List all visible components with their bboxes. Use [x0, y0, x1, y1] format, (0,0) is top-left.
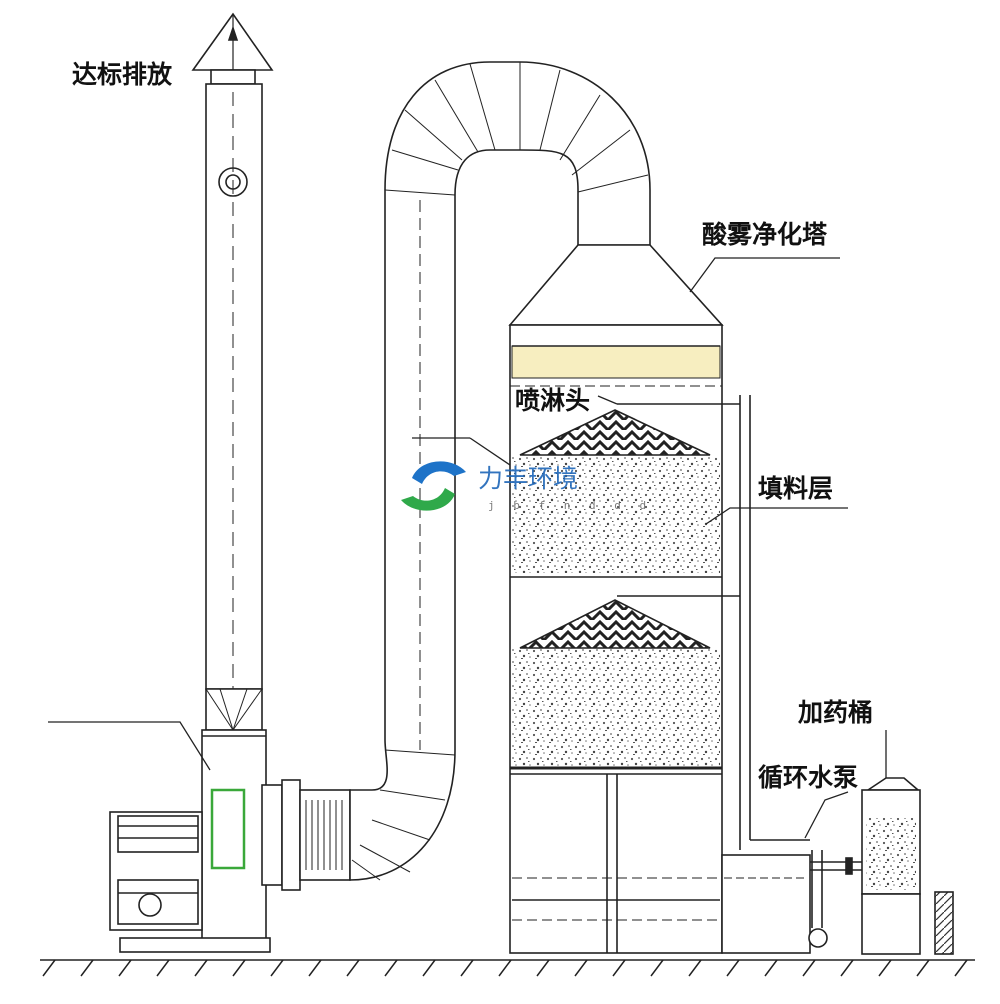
dosing-tank-drawing — [861, 777, 954, 955]
exhaust-fan — [109, 788, 271, 953]
demister-layer — [511, 345, 721, 379]
watermark-logo — [401, 461, 466, 511]
packing-layer-label: 填料层 — [758, 474, 834, 503]
circulation-pump — [808, 850, 862, 948]
watermark-name: 力丰环境 — [478, 464, 579, 493]
spray-head-label: 喷淋头 — [515, 386, 591, 415]
spray-cone-upper — [519, 409, 711, 456]
packing-layer-lower — [512, 648, 720, 766]
leader-lines — [48, 257, 887, 839]
watermark-sub: j b f n d d d — [488, 499, 653, 512]
dosing-tank-label: 加药桶 — [798, 698, 874, 727]
chimney-stack — [191, 12, 274, 947]
exhaust-duct — [261, 61, 651, 891]
tower-label: 酸雾净化塔 — [702, 220, 828, 249]
pump-label: 循环水泵 — [758, 763, 859, 792]
scrubber-tower — [508, 244, 811, 954]
discharge-label: 达标排放 — [72, 60, 173, 89]
ground-line — [40, 959, 975, 977]
packing-layer-upper — [512, 455, 720, 573]
spray-cone-lower — [519, 599, 711, 649]
